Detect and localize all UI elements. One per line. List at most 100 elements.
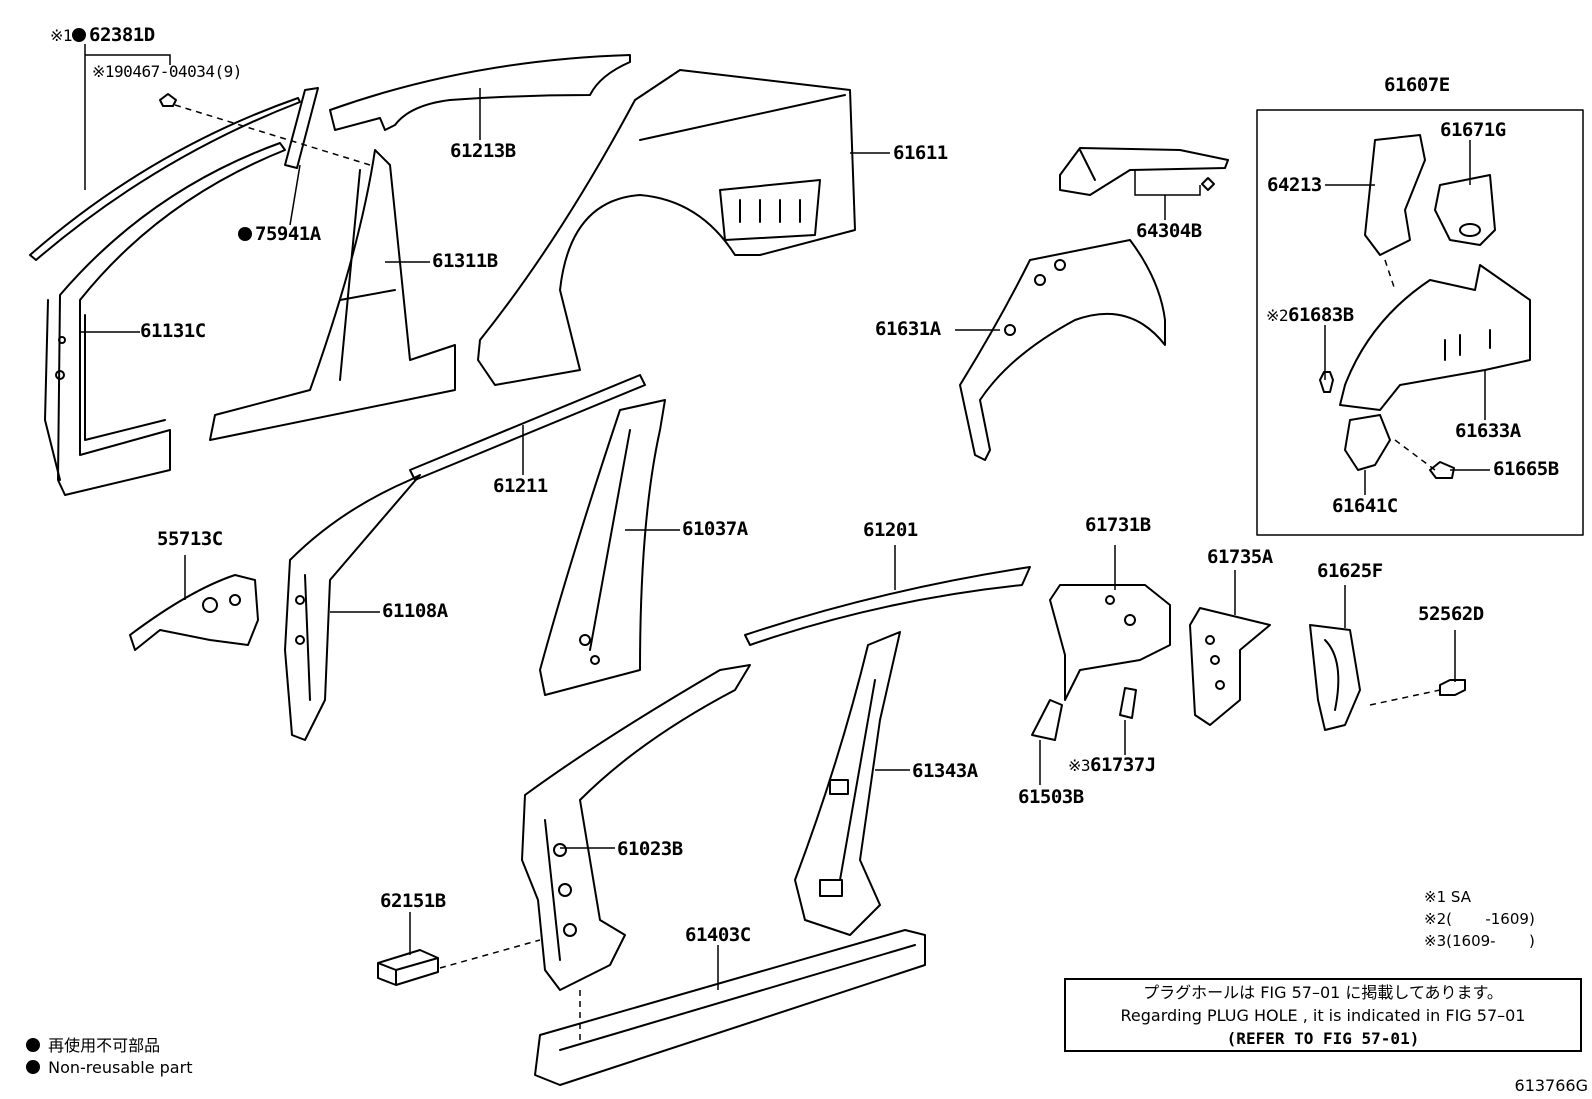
clip-90467 bbox=[159, 93, 177, 107]
part-61201-shape bbox=[744, 566, 1031, 646]
dash-52562d bbox=[1369, 689, 1441, 706]
label-61311b: 61311B bbox=[432, 250, 498, 272]
dash-90467 bbox=[174, 104, 371, 166]
footnote-mark: ※1 bbox=[1424, 888, 1447, 906]
label-61731b: 61731B bbox=[1085, 514, 1151, 536]
part-55713c-shape bbox=[129, 574, 259, 651]
footnote-text: ( -1609) bbox=[1446, 910, 1535, 928]
notice-ref: (REFER TO FIG 57-01) bbox=[1226, 1029, 1420, 1048]
part-61731b-shape bbox=[1049, 584, 1171, 701]
footnote-1: ※1 SA bbox=[1424, 886, 1535, 908]
nonreusable-dot bbox=[238, 227, 252, 241]
part-61665b-shape bbox=[1429, 461, 1455, 479]
part-61641c-shape bbox=[1344, 414, 1391, 471]
part-75941a-strip bbox=[284, 87, 319, 169]
mark-61737j: ※3 bbox=[1068, 756, 1091, 775]
legend-en: Non-reusable part bbox=[26, 1058, 192, 1077]
label-62381d: ※1 62381D bbox=[50, 26, 155, 45]
label-61633a: 61633A bbox=[1455, 420, 1521, 442]
notice-en: Regarding PLUG HOLE , it is indicated in… bbox=[1120, 1006, 1526, 1025]
label-61503b: 61503B bbox=[1018, 786, 1084, 808]
label-62151b: 62151B bbox=[380, 890, 446, 912]
part-61737j-shape bbox=[1119, 687, 1137, 719]
part-number: 90467-04034(9) bbox=[114, 62, 242, 81]
part-number: 61683B bbox=[1288, 304, 1354, 326]
footnote-2: ※2( -1609) bbox=[1424, 908, 1535, 930]
part-61671g-shape bbox=[1434, 174, 1496, 246]
part-number: 75941A bbox=[255, 223, 321, 245]
part-52562d-shape bbox=[1439, 679, 1466, 696]
label-61631a: 61631A bbox=[875, 318, 941, 340]
mark-61683b: ※2 bbox=[1266, 306, 1289, 325]
part-61403c-shape bbox=[534, 929, 926, 1086]
part-number: 62381D bbox=[89, 24, 155, 46]
label-61343a: 61343A bbox=[912, 760, 978, 782]
figure-number: 613766G bbox=[1514, 1076, 1588, 1095]
label-61737j: ※361737J bbox=[1068, 756, 1156, 775]
label-61108a: 61108A bbox=[382, 600, 448, 622]
group-61607e-box bbox=[1256, 109, 1584, 536]
notice-jp: プラグホールは FIG 57–01 に掲載してあります。 bbox=[1143, 983, 1503, 1002]
part-61311b-shape bbox=[209, 149, 456, 441]
label-61211: 61211 bbox=[493, 475, 548, 497]
leader-75941a bbox=[289, 164, 301, 226]
label-61607e: 61607E bbox=[1384, 74, 1450, 96]
label-61665b: 61665B bbox=[1493, 458, 1559, 480]
part-62151b-shape bbox=[377, 949, 439, 986]
mark-90467: ※1 bbox=[92, 62, 115, 81]
legend-jp: 再使用不可部品 bbox=[26, 1032, 160, 1056]
part-62381d-molding bbox=[29, 97, 301, 261]
part-61735a-shape bbox=[1189, 607, 1271, 726]
part-64304b-shape bbox=[1059, 147, 1229, 196]
footnote-text: (1609- ) bbox=[1446, 932, 1535, 950]
dash-group bbox=[1384, 259, 1396, 291]
label-61735a: 61735A bbox=[1207, 546, 1273, 568]
part-61108a-shape bbox=[284, 474, 421, 741]
label-61611: 61611 bbox=[893, 142, 948, 164]
label-75941a: 75941A bbox=[238, 225, 321, 244]
label-52562d: 52562D bbox=[1418, 603, 1484, 625]
part-64213-shape bbox=[1364, 134, 1426, 256]
part-61631a-shape bbox=[959, 239, 1166, 461]
part-61611-shape bbox=[477, 69, 856, 386]
part-61037a-shape bbox=[539, 399, 666, 696]
dash-61665b bbox=[1394, 439, 1436, 471]
part-61633a-shape bbox=[1339, 264, 1531, 411]
footnote-3: ※3(1609- ) bbox=[1424, 930, 1535, 952]
nonreusable-dot bbox=[26, 1060, 40, 1074]
dash-62151b bbox=[439, 939, 541, 969]
legend-en-text: Non-reusable part bbox=[48, 1058, 193, 1077]
footnotes: ※1 SA ※2( -1609) ※3(1609- ) bbox=[1424, 886, 1535, 952]
part-61023b-shape bbox=[521, 664, 751, 991]
nonreusable-dot bbox=[72, 28, 87, 42]
label-61023b: 61023B bbox=[617, 838, 683, 860]
part-61131c-shape bbox=[44, 142, 286, 496]
mark-62381d: ※1 bbox=[50, 26, 73, 45]
nonreusable-dot bbox=[26, 1038, 40, 1052]
leader-62381d bbox=[84, 44, 171, 190]
footnote-text: SA bbox=[1450, 888, 1471, 906]
label-61213b: 61213B bbox=[450, 140, 516, 162]
label-61403c: 61403C bbox=[685, 924, 751, 946]
label-61131c: 61131C bbox=[140, 320, 206, 342]
label-61671g: 61671G bbox=[1440, 119, 1506, 141]
part-61343a-shape bbox=[794, 631, 901, 936]
legend-jp-text: 再使用不可部品 bbox=[48, 1036, 161, 1055]
part-61211-shape bbox=[409, 374, 646, 481]
footnote-mark: ※2 bbox=[1424, 910, 1447, 928]
leader-64304b bbox=[1134, 170, 1201, 220]
part-61683b-clip bbox=[1319, 371, 1334, 393]
label-61625f: 61625F bbox=[1317, 560, 1383, 582]
label-61201: 61201 bbox=[863, 519, 918, 541]
part-number: 61737J bbox=[1090, 754, 1156, 776]
plug-hole-notice: プラグホールは FIG 57–01 に掲載してあります。 Regarding P… bbox=[1064, 978, 1582, 1052]
label-61683b: ※261683B bbox=[1266, 306, 1354, 325]
label-55713c: 55713C bbox=[157, 528, 223, 550]
part-61213b-shape bbox=[329, 54, 631, 131]
part-61625f-shape bbox=[1309, 624, 1361, 731]
label-61037a: 61037A bbox=[682, 518, 748, 540]
footnote-mark: ※3 bbox=[1424, 932, 1447, 950]
part-61503b-shape bbox=[1031, 699, 1063, 741]
label-64304b: 64304B bbox=[1136, 220, 1202, 242]
